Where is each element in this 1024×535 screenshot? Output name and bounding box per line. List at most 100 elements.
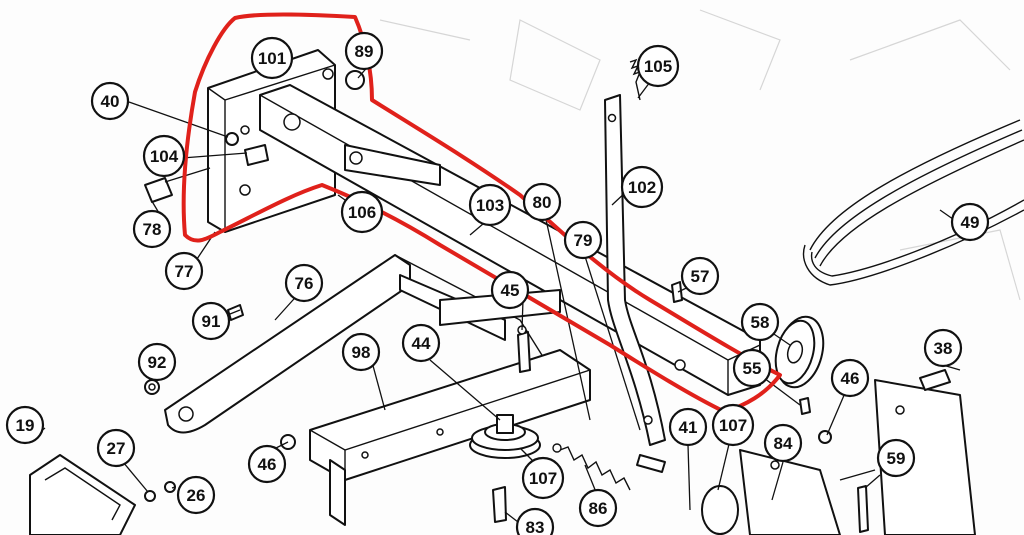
bolt-86b [636,454,666,473]
callout-number: 106 [348,203,376,222]
callout-46: 46 [247,444,287,484]
callout-number: 26 [187,486,206,505]
callout-number: 41 [679,418,698,437]
vertical-bar [604,94,666,446]
callout-circle [468,183,512,227]
callout-circle [490,270,530,310]
callout-circle [90,81,130,121]
callout-76: 76 [284,263,324,303]
callout-number: 91 [202,312,221,331]
right-bracket [701,379,976,535]
callout-number: 57 [691,267,710,286]
callout-circle [732,348,772,388]
callout-89: 89 [344,31,384,71]
callout-92: 92 [137,342,177,382]
callout-circle [950,202,990,242]
callout-circle [578,488,618,528]
left-cover-plate [29,454,136,535]
callout-number: 55 [743,359,762,378]
callout-number: 102 [628,178,656,197]
callout-number: 107 [719,416,747,435]
callout-40: 40 [90,81,130,121]
callout-circle [137,342,177,382]
bolt-55 [799,397,811,415]
callout-number: 86 [589,499,608,518]
callout-49: 49 [950,202,990,242]
callout-number: 107 [529,469,557,488]
callout-107: 107 [521,456,565,500]
callout-number: 92 [148,353,167,372]
callout-circle [763,423,803,463]
callout-55: 55 [732,348,772,388]
callout-circle [563,220,603,260]
bolt-104 [244,144,269,166]
callout-circle [680,256,720,296]
callout-45: 45 [490,270,530,310]
callout-circle [250,36,294,80]
callout-number: 84 [774,434,793,453]
callout-104: 104 [142,134,186,178]
callout-number: 104 [150,147,179,166]
background-ghost-lines [379,9,1021,301]
callout-26: 26 [176,475,216,515]
callout-46: 46 [830,358,870,398]
callout-circle [401,323,441,363]
callout-circle [620,165,664,209]
callout-circle [340,190,384,234]
callout-number: 103 [476,196,504,215]
callout-circle [176,475,216,515]
callout-38: 38 [923,328,963,368]
callout-number: 19 [16,416,35,435]
callout-98: 98 [341,332,381,372]
callout-number: 105 [644,57,672,76]
callout-number: 49 [961,213,980,232]
callout-circle [341,332,381,372]
callout-circle [515,507,555,535]
callout-circle [142,134,186,178]
nut-27 [144,490,156,502]
callout-number: 89 [355,42,374,61]
callout-41: 41 [668,407,708,447]
callout-circle [636,44,680,88]
callout-circle [191,301,231,341]
callout-number: 77 [175,262,194,281]
long-arm [259,84,761,396]
callout-59: 59 [876,438,916,478]
callout-number: 58 [751,313,770,332]
callout-number: 59 [887,449,906,468]
callout-number: 80 [533,193,552,212]
clip-57 [671,281,683,303]
bolt-78-head [144,177,173,203]
callout-circle [5,405,45,445]
callout-106: 106 [340,190,384,234]
base-plate [309,349,591,526]
callout-number: 83 [526,518,545,535]
callout-circle [923,328,963,368]
spring-clip [629,58,642,101]
callout-number: 46 [258,455,277,474]
callout-circle [521,456,565,500]
callout-77: 77 [164,251,204,291]
callout-circle [132,209,172,249]
callout-101: 101 [250,36,294,80]
callout-number: 38 [934,339,953,358]
v-belt [803,119,1024,286]
center-pulley [469,414,541,459]
callout-circle [284,263,324,303]
hardware [144,70,951,533]
callout-57: 57 [680,256,720,296]
callout-107: 107 [711,403,755,447]
callout-19: 19 [5,405,45,445]
callout-44: 44 [401,323,441,363]
bolt-83 [492,486,507,523]
tension-spring [552,443,631,491]
callout-circle [740,302,780,342]
callout-number: 44 [412,334,431,353]
callout-layer: 101 89 105 40 104 78 77 106 103 80 79 102 49 76 91 45 57… [5,31,990,535]
callout-number: 27 [107,439,126,458]
callout-number: 78 [143,220,162,239]
callout-number: 79 [574,231,593,250]
nut-46b [818,430,832,444]
callout-105: 105 [636,44,680,88]
